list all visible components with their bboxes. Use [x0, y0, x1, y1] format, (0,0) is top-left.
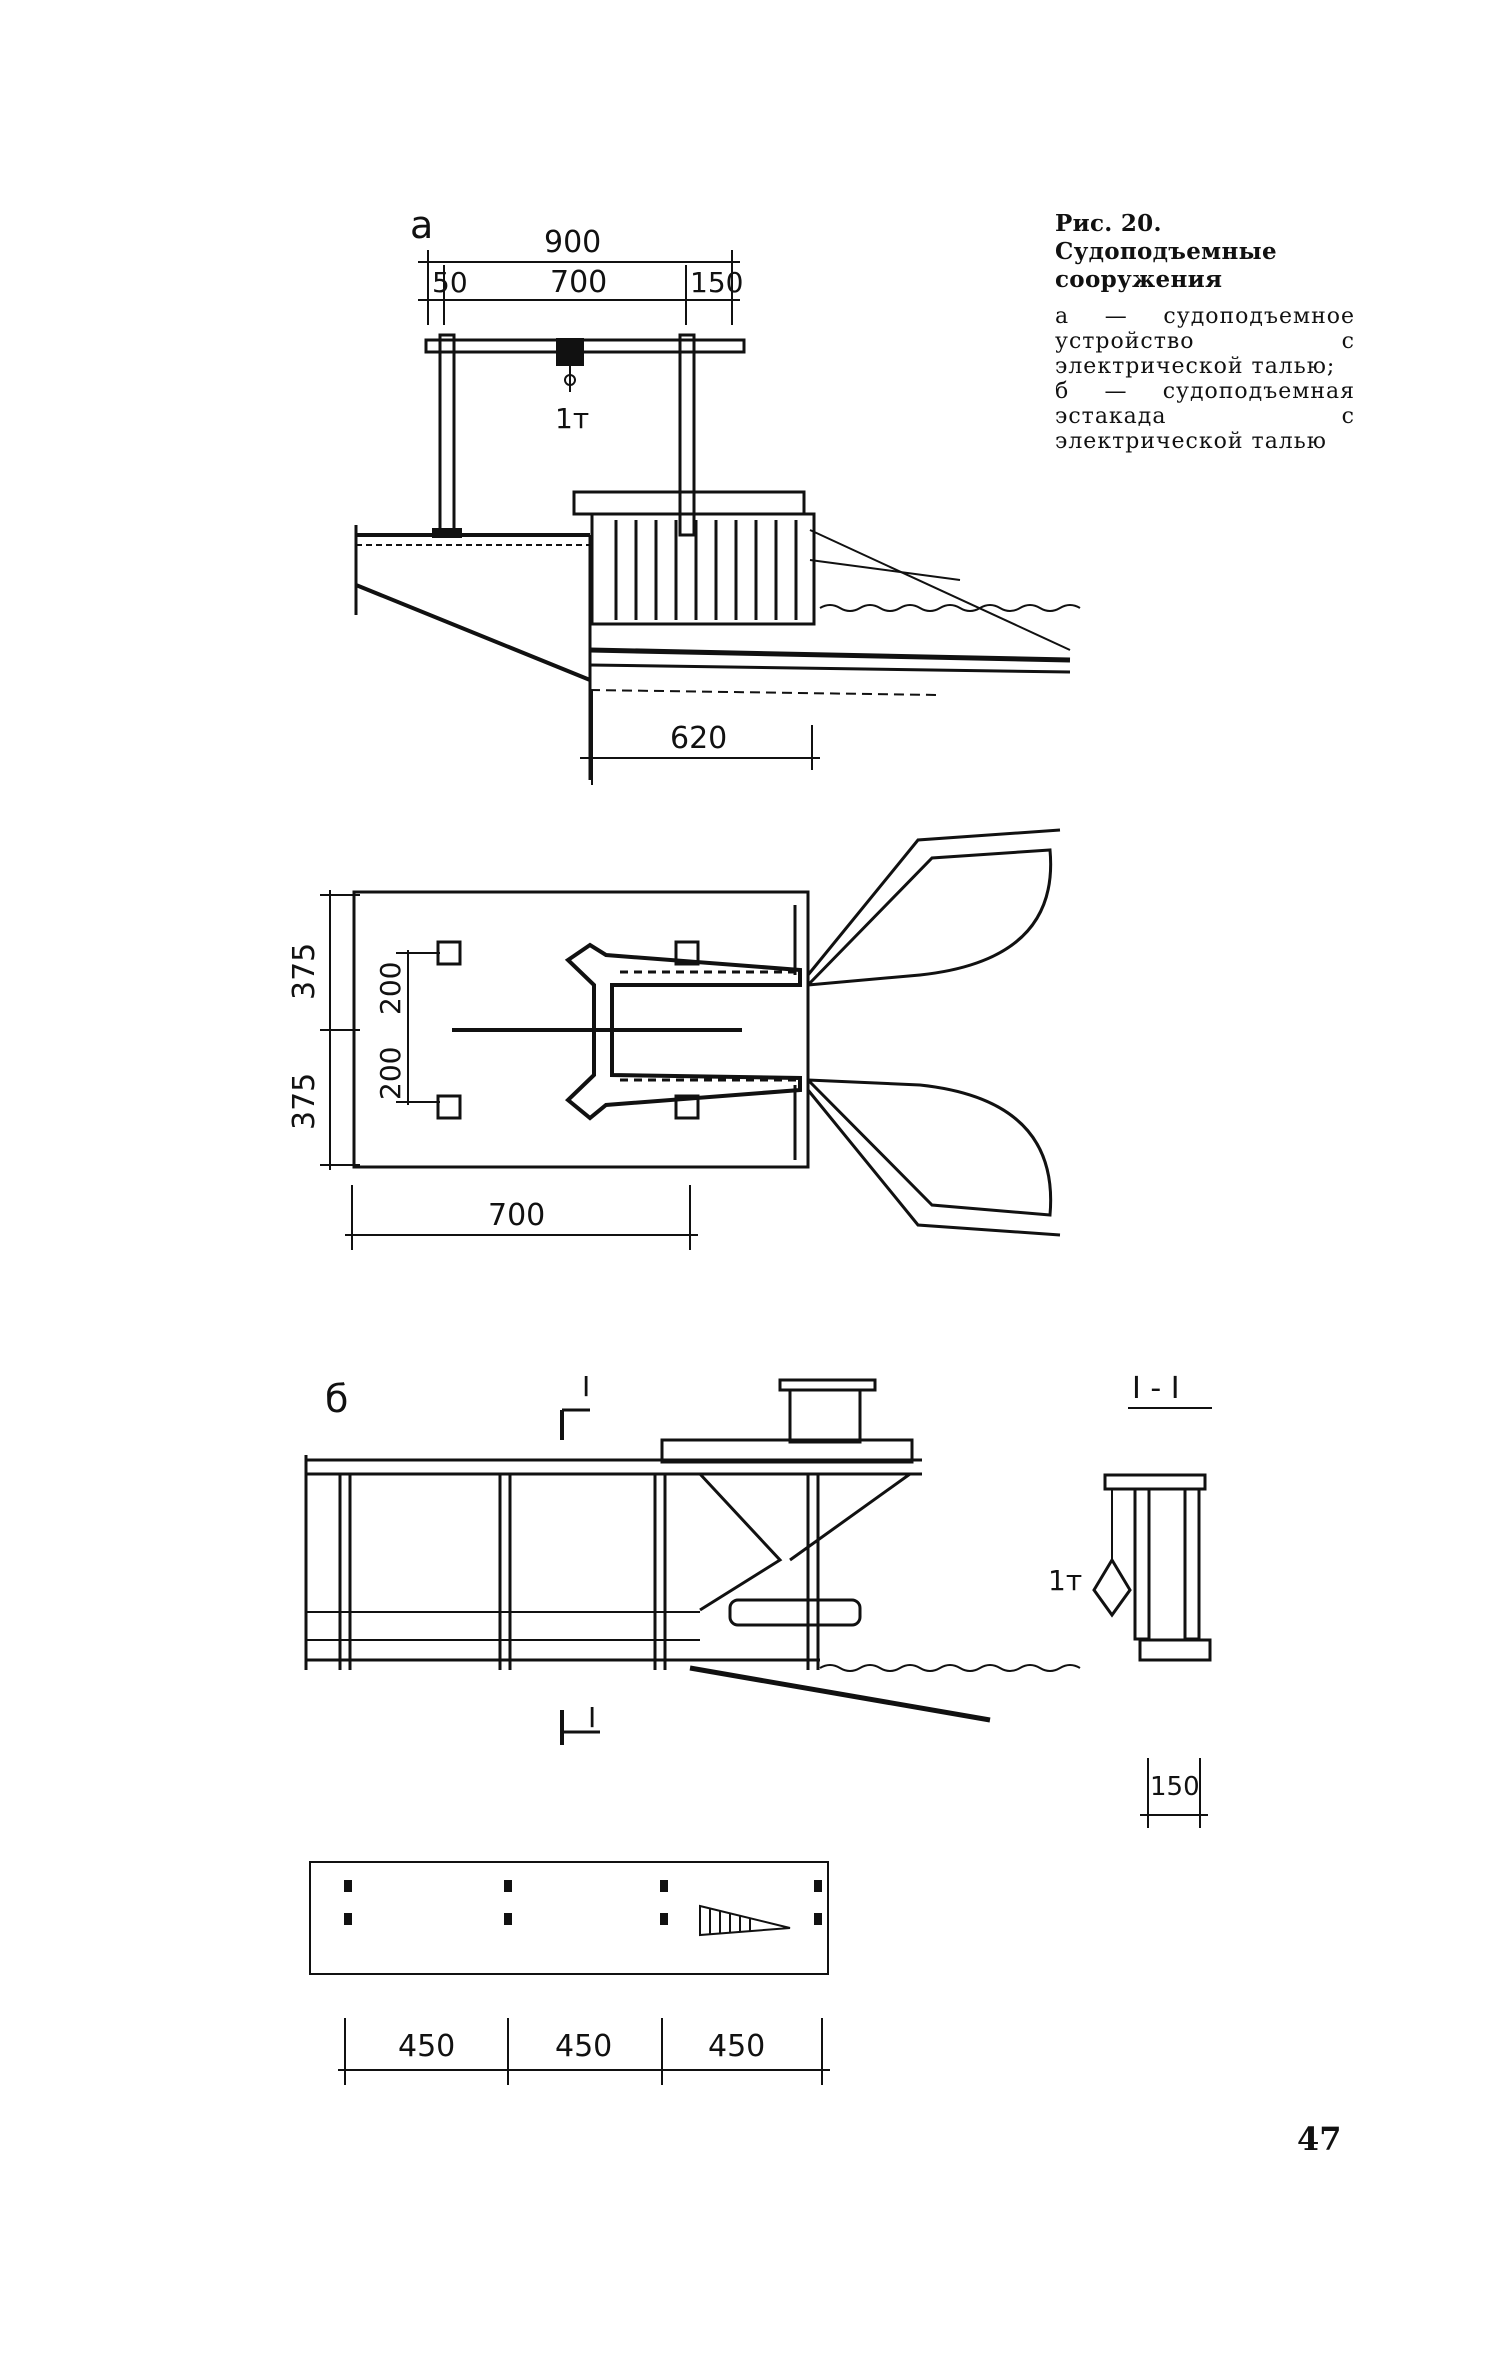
figure-caption: Рис. 20. Судоподъемные сооружения а — су… [1055, 210, 1355, 454]
plan-dim-375-top: 375 [287, 943, 322, 1000]
section-mark-bottom: I [588, 1701, 596, 1734]
dim-150-section: 150 [1150, 1772, 1200, 1802]
figure-a-label: а [410, 203, 433, 247]
caption-line-b: б — судоподъемная эстакада с электрическ… [1055, 379, 1355, 454]
caption-line-a: а — судоподъемное устройство с электриче… [1055, 304, 1355, 379]
plan-dim-200-top: 200 [374, 962, 407, 1015]
span-1: 450 [398, 2029, 455, 2064]
figure-b-label: б [325, 1377, 348, 1421]
plan-dim-200-bottom: 200 [374, 1047, 407, 1100]
dim-700: 700 [550, 265, 607, 300]
dim-900: 900 [544, 225, 601, 260]
plan-dim-375-bottom: 375 [287, 1073, 322, 1130]
figure-b-elevation: б I I [304, 1370, 1212, 1828]
section-title: I - I [1132, 1371, 1180, 1406]
section-mark-top: I [582, 1370, 590, 1403]
caption-title: Рис. 20. Судоподъемные сооружения [1055, 210, 1277, 293]
page-number: 47 [1297, 2120, 1342, 2158]
caption-body: а — судоподъемное устройство с электриче… [1055, 304, 1355, 454]
dim-50: 50 [432, 266, 468, 299]
figure-a-plan: 375 375 200 200 700 [287, 828, 1061, 1250]
dim-620: 620 [670, 721, 727, 756]
hoist-capacity-b: 1т [1048, 1564, 1082, 1597]
figure-b-plan: 450 450 450 [309, 1861, 830, 2085]
span-2: 450 [555, 2029, 612, 2064]
plan-dim-700: 700 [488, 1198, 545, 1233]
figure-a-elevation: а 900 50 700 150 1т [354, 203, 1081, 785]
hoist-capacity-a: 1т [555, 402, 589, 435]
dim-150: 150 [690, 266, 743, 299]
span-3: 450 [708, 2029, 765, 2064]
